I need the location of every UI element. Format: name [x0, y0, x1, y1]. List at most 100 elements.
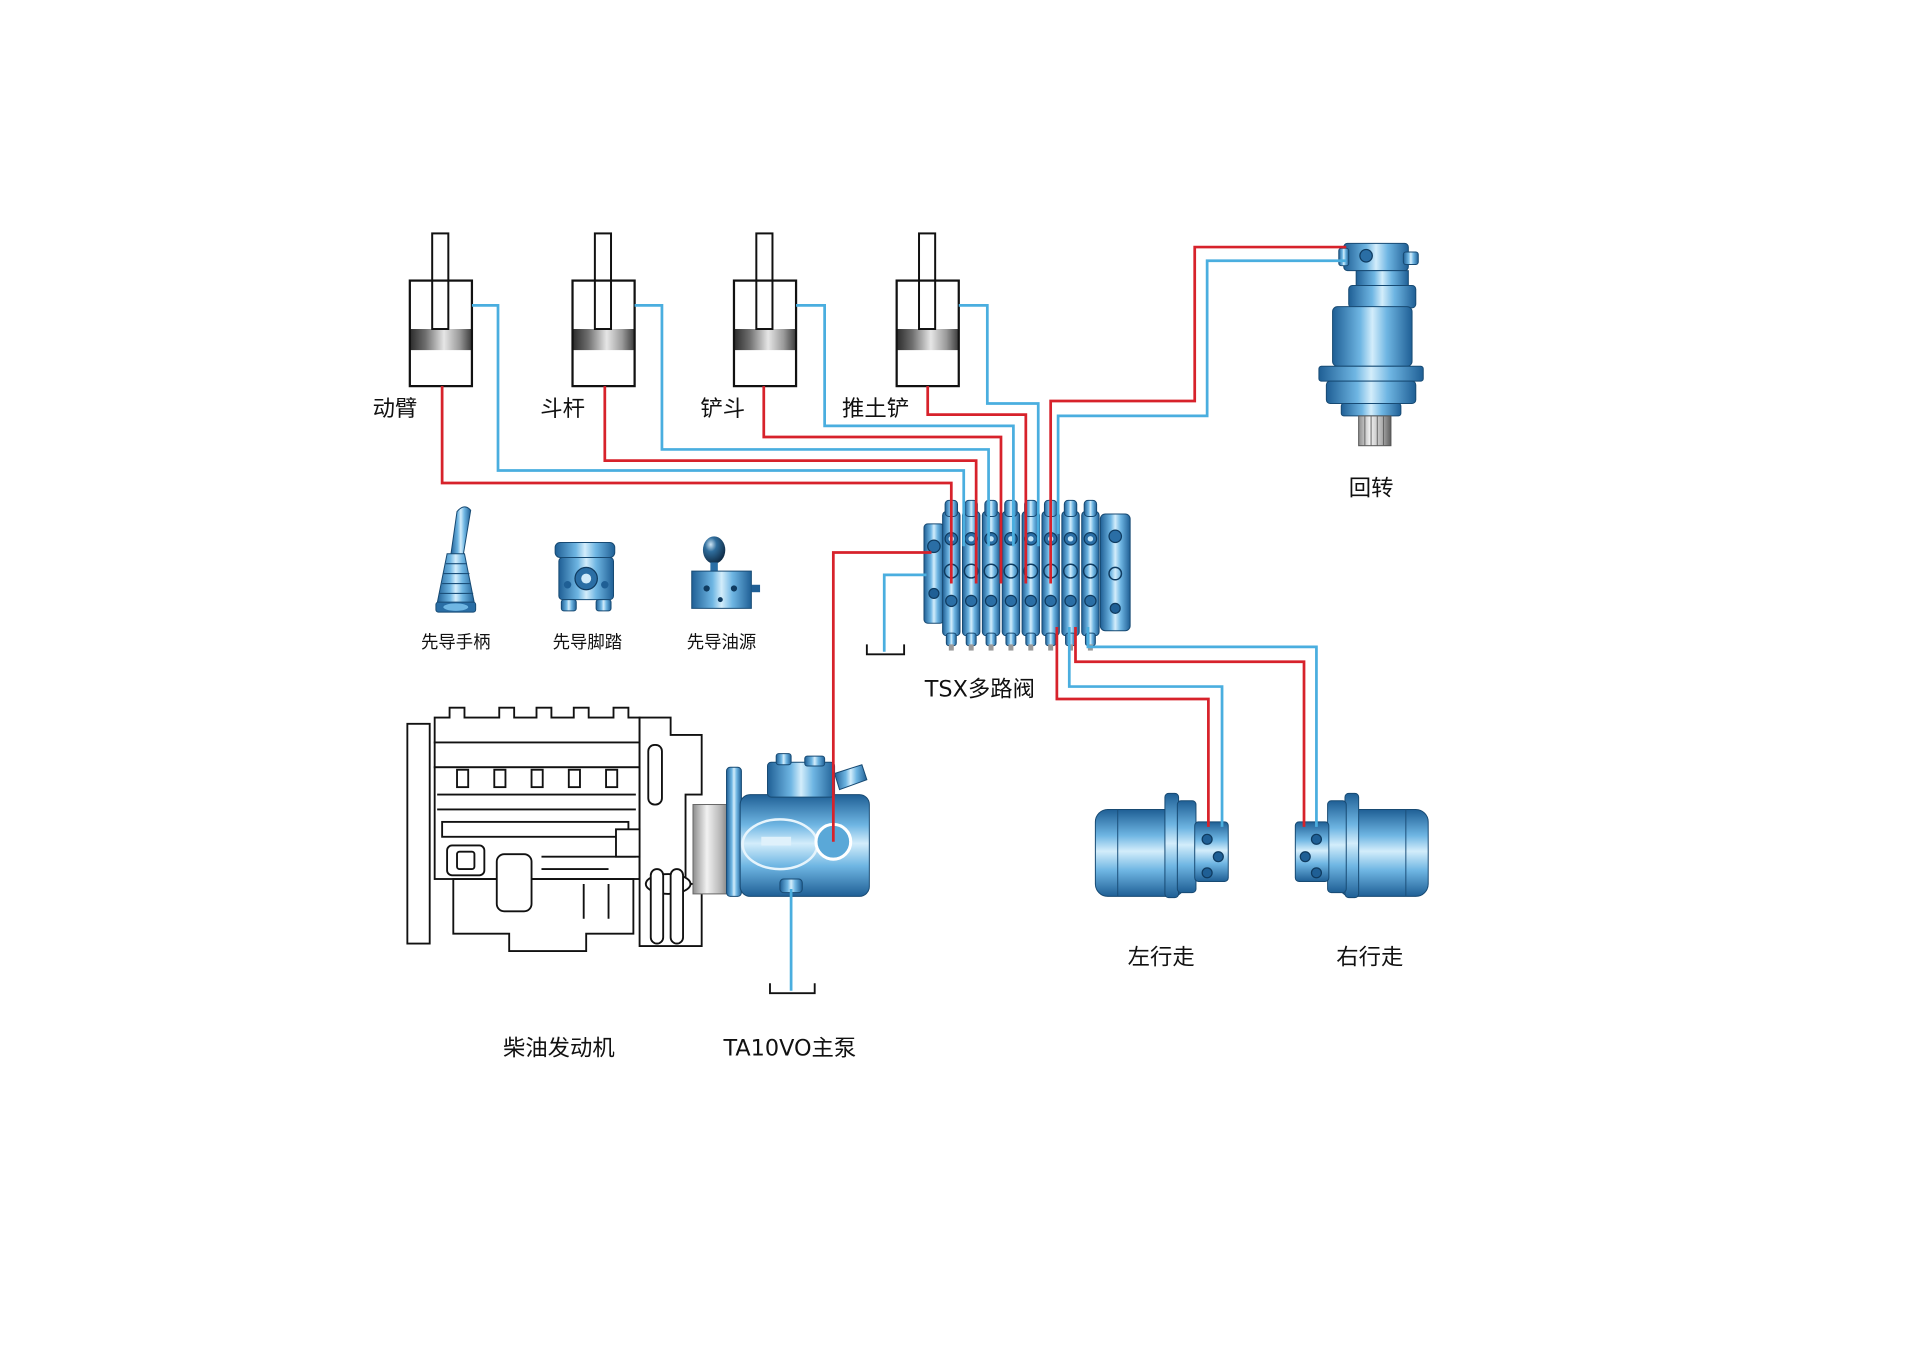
pump-mount-flange — [726, 766, 742, 897]
blade-pressure-line — [926, 386, 1028, 584]
valve-section-4 — [1001, 499, 1021, 652]
valve-end-port — [1108, 566, 1123, 581]
boom-cylinder — [408, 232, 474, 388]
pilot-source-port — [751, 584, 761, 593]
arm-pressure-line — [603, 386, 978, 584]
engine-injector-5 — [605, 768, 619, 789]
arm-cylinder — [571, 232, 636, 388]
valve-section-3 — [981, 499, 1001, 652]
swing-motor-drum — [1332, 306, 1413, 367]
swing-return-line — [1056, 259, 1347, 534]
swing-motor-collar — [1348, 285, 1417, 309]
pilot-source-bolt — [703, 585, 710, 592]
accumulator-ball — [702, 536, 726, 564]
right-travel-return-line — [1086, 626, 1318, 827]
bucket-label: 铲斗 — [700, 396, 745, 422]
pilot-joystick-label: 先导手柄 — [421, 633, 491, 653]
pump-control-valve-a — [775, 753, 792, 766]
arm-label: 斗杆 — [540, 396, 585, 422]
valve-end-port — [1109, 602, 1121, 614]
pilot-source-bolt — [717, 597, 723, 603]
pilot-oil-source — [691, 536, 761, 609]
engine-belt-right — [669, 868, 684, 945]
valve-end-cap — [1099, 513, 1131, 632]
pump-control-block — [767, 761, 836, 798]
swing-motor-bearing — [1340, 403, 1402, 417]
boom-pressure-line — [440, 386, 953, 584]
engine-rocker-cover — [433, 706, 641, 744]
valve-section-8 — [1080, 499, 1100, 652]
engine-injector-1 — [456, 768, 470, 789]
valve-tank-symbol — [865, 644, 906, 656]
swing-pressure-line — [1049, 245, 1347, 584]
valve-inlet-section — [923, 523, 945, 624]
arm-return-line — [634, 304, 990, 547]
pump-label: TA10VO主泵 — [722, 1035, 856, 1061]
main-pump — [692, 753, 870, 897]
engine-injector-2 — [493, 768, 507, 789]
blade-return-line — [958, 304, 1040, 547]
pedal-foot-right — [595, 599, 612, 612]
swing-motor — [1318, 242, 1424, 447]
pump-control-valve-b — [804, 755, 826, 767]
left-travel-label: 左行走 — [1128, 945, 1195, 971]
engine-intake-manifold — [441, 820, 630, 838]
engine-oil-filter — [495, 853, 533, 913]
swing-motor-pinion-teeth — [1364, 415, 1384, 446]
engine-label: 柴油发动机 — [503, 1035, 615, 1061]
engine-cylinder-head — [433, 741, 641, 769]
joystick-base-ring — [443, 603, 469, 611]
engine-starter-core — [456, 850, 476, 871]
pressure-lines — [440, 245, 1347, 842]
boom-return-line — [471, 304, 966, 547]
engine-belt-left — [649, 868, 665, 945]
valve-inlet-port — [927, 539, 941, 554]
joystick-boot-ribs — [439, 563, 474, 595]
swing-motor-neck — [1355, 270, 1409, 288]
valve-tank-line — [882, 573, 927, 652]
engine-flywheel-housing — [406, 722, 431, 945]
swing-motor-port-left — [1338, 247, 1350, 267]
pump-pressure-line — [831, 551, 932, 842]
engine-injector-3 — [530, 768, 544, 789]
pedal-port-right — [601, 581, 609, 589]
bucket-pressure-line — [762, 386, 1003, 584]
engine-oil-pan — [452, 878, 635, 952]
right-travel-label: 右行走 — [1336, 945, 1403, 971]
swing-motor-pinion — [1358, 415, 1392, 447]
bucket-cylinder — [732, 232, 798, 388]
swing-motor-reducer — [1325, 380, 1417, 404]
pilot-pedal — [554, 542, 616, 612]
pump-tank-symbol — [769, 983, 816, 995]
pump-adjuster — [833, 764, 868, 791]
pilot-source-bolt — [730, 585, 738, 592]
valve-inlet-plug — [928, 587, 940, 600]
return-lines — [471, 259, 1347, 991]
pilot-source-block — [691, 570, 752, 609]
boom-label: 动臂 — [373, 396, 418, 422]
pilot-source-label: 先导油源 — [687, 633, 757, 653]
engine-block-detail — [541, 855, 636, 919]
joystick-handle — [450, 506, 472, 556]
valve-end-port — [1108, 529, 1123, 544]
swing-motor-valve-block — [1343, 242, 1409, 272]
pedal-top-plate — [554, 542, 616, 558]
swing-motor-flange — [1318, 365, 1424, 382]
swing-motor-fitting — [1359, 248, 1373, 263]
pilot-pedal-label: 先导脚踏 — [553, 633, 623, 653]
blade-label: 推土铲 — [842, 396, 909, 422]
accumulator-neck — [710, 562, 718, 573]
engine-injector-4 — [567, 768, 581, 789]
engine-fuel-rail — [437, 793, 636, 811]
pedal-port-left — [563, 581, 572, 589]
left-travel-return-line — [1067, 626, 1224, 827]
pilot-joystick — [435, 506, 477, 613]
pedal-center-hole — [581, 573, 592, 584]
pedal-foot-left — [560, 599, 577, 612]
swing-motor-port-right — [1402, 251, 1419, 265]
bucket-return-line — [796, 304, 1015, 547]
swing-label: 回转 — [1349, 475, 1394, 501]
engine-fan-pulley — [647, 743, 663, 806]
joystick-boot — [436, 553, 476, 604]
